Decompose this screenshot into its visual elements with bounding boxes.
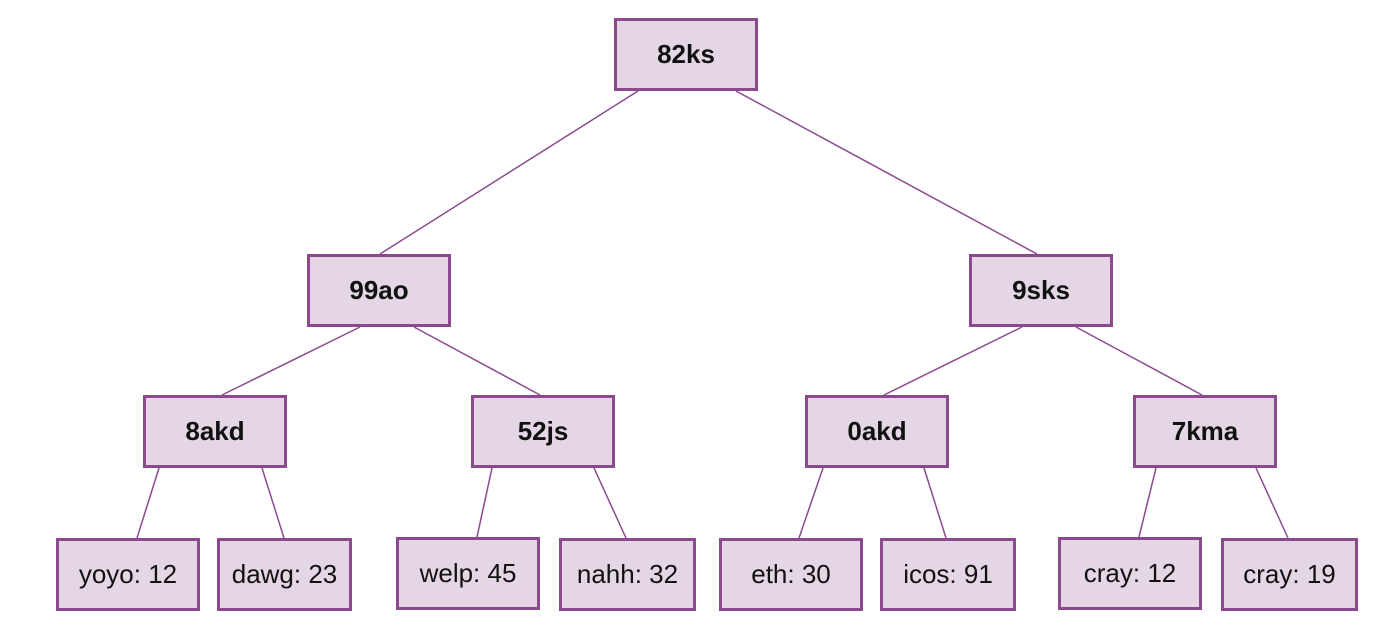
edge-lr-lrr [593, 467, 627, 539]
edge-r-rr [1075, 326, 1203, 396]
edge-l-lr [413, 326, 541, 396]
edge-l-ll [221, 326, 361, 396]
edge-root-right [735, 90, 1038, 255]
edge-lr-lrl [476, 467, 493, 538]
edge-root-left [379, 90, 639, 255]
hash-node-left: 99ao [307, 254, 451, 327]
leaf-node: cray: 19 [1221, 538, 1358, 611]
leaf-node: dawg: 23 [217, 538, 352, 611]
leaf-node: eth: 30 [719, 538, 863, 611]
edge-ll-llr [261, 467, 285, 539]
edge-ll-lll [136, 467, 160, 539]
hash-node-right: 9sks [969, 254, 1113, 327]
root-hash-node: 82ks [614, 18, 758, 91]
leaf-node: icos: 91 [880, 538, 1016, 611]
leaf-node: welp: 45 [396, 537, 540, 610]
hash-node-right-left: 0akd [805, 395, 949, 468]
hash-node-left-right: 52js [471, 395, 615, 468]
leaf-node: cray: 12 [1058, 537, 1202, 610]
edge-rl-rll [798, 467, 824, 539]
edge-r-rl [883, 326, 1023, 396]
hash-node-left-left: 8akd [143, 395, 287, 468]
edge-rr-rrl [1138, 467, 1157, 538]
edge-rl-rlr [923, 467, 947, 539]
leaf-node: yoyo: 12 [56, 538, 200, 611]
hash-node-right-right: 7kma [1133, 395, 1277, 468]
leaf-node: nahh: 32 [559, 538, 696, 611]
edge-rr-rrr [1255, 467, 1289, 539]
